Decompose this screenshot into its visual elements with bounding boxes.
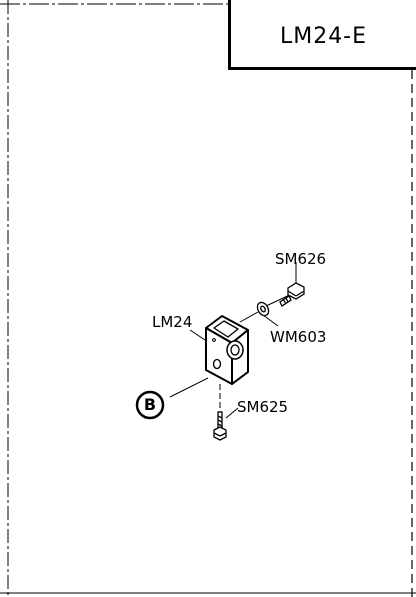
- model-title: LM24-E: [279, 24, 368, 49]
- leader-sm625: [225, 407, 239, 419]
- label-lm24: LM24: [152, 313, 193, 331]
- axis-washer: [239, 311, 259, 323]
- callout-letter-b: B: [143, 395, 157, 414]
- callout-circle-b: [135, 390, 165, 420]
- screw-sm625: [213, 411, 227, 441]
- leader-callout-b: [169, 377, 209, 398]
- screw-sm626: [279, 282, 305, 307]
- label-sm626: SM626: [275, 250, 327, 268]
- block-lm24: [205, 315, 249, 385]
- leader-wm603: [262, 314, 279, 327]
- washer-wm603: [256, 301, 270, 317]
- label-sm625: SM625: [237, 398, 289, 416]
- title-block: LM24-E: [228, 0, 416, 70]
- label-wm603: WM603: [270, 328, 327, 346]
